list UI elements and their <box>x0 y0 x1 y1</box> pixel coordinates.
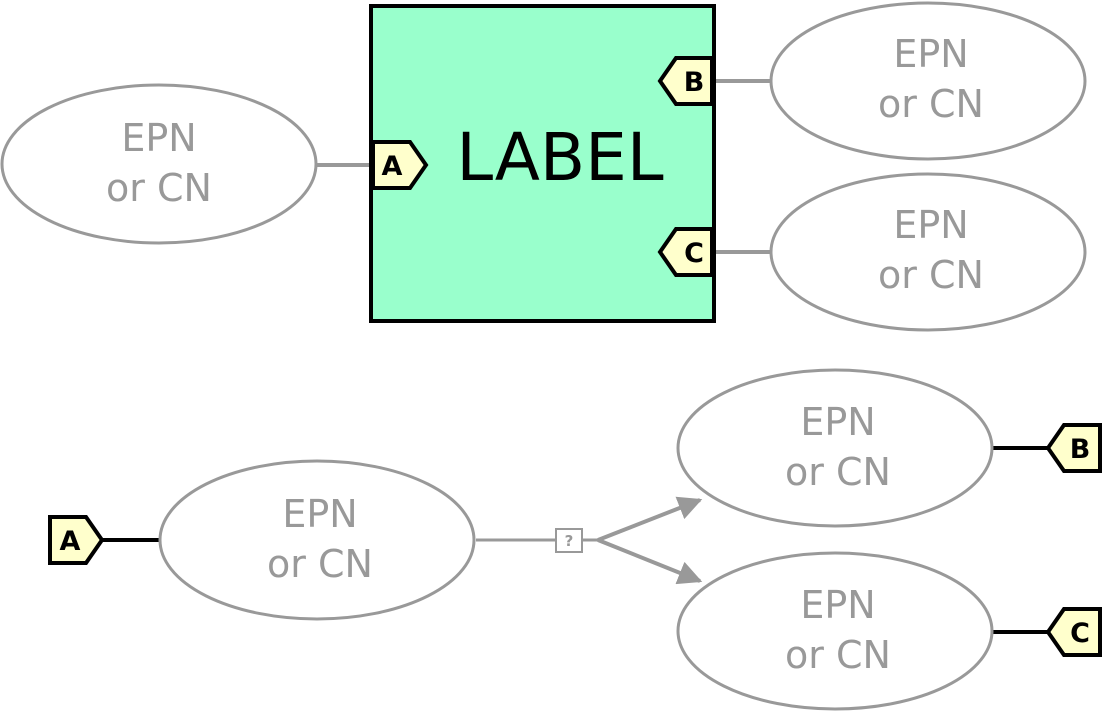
process-label: ? <box>565 532 574 550</box>
port-b-bottom: B <box>1045 423 1102 473</box>
port-a-label: A <box>382 151 403 182</box>
port-a-top: A <box>371 140 429 190</box>
epn-node-top-right-lower: EPN or CN <box>769 172 1087 332</box>
epn-node-bottom-left: EPN or CN <box>158 459 476 621</box>
port-c-bottom: C <box>1045 607 1102 657</box>
port-b-label: B <box>684 67 705 98</box>
node-text-line2: or CN <box>878 253 984 297</box>
port-a-bottom: A <box>48 515 105 565</box>
node-text-line2: or CN <box>106 166 212 210</box>
node-text-line2: or CN <box>785 450 891 494</box>
port-b-label: B <box>1070 434 1091 465</box>
node-text-line1: EPN <box>800 583 875 627</box>
node-text-line2: or CN <box>267 542 373 586</box>
epn-node-bottom-right-lower: EPN or CN <box>676 551 994 711</box>
node-text-line2: or CN <box>785 633 891 677</box>
node-text-line1: EPN <box>800 400 875 444</box>
node-text-line1: EPN <box>282 492 357 536</box>
port-c-label: C <box>1070 618 1090 649</box>
arrow-to-upper-node <box>597 496 703 542</box>
epn-node-top-right-upper: EPN or CN <box>769 1 1087 161</box>
node-text-line1: EPN <box>893 32 968 76</box>
arrow-to-lower-node <box>597 538 703 585</box>
submap-module: LABEL <box>369 4 716 323</box>
port-c-top: C <box>657 227 714 277</box>
uncertain-process-node: ? <box>555 528 583 553</box>
node-text-line1: EPN <box>121 116 196 160</box>
node-text-line1: EPN <box>893 203 968 247</box>
port-c-label: C <box>684 238 704 269</box>
node-text-line2: or CN <box>878 82 984 126</box>
port-b-top: B <box>657 56 714 106</box>
module-label: LABEL <box>456 119 663 196</box>
epn-node-bottom-right-upper: EPN or CN <box>676 368 994 528</box>
port-a-label: A <box>60 526 81 557</box>
epn-node-top-left: EPN or CN <box>0 83 318 245</box>
